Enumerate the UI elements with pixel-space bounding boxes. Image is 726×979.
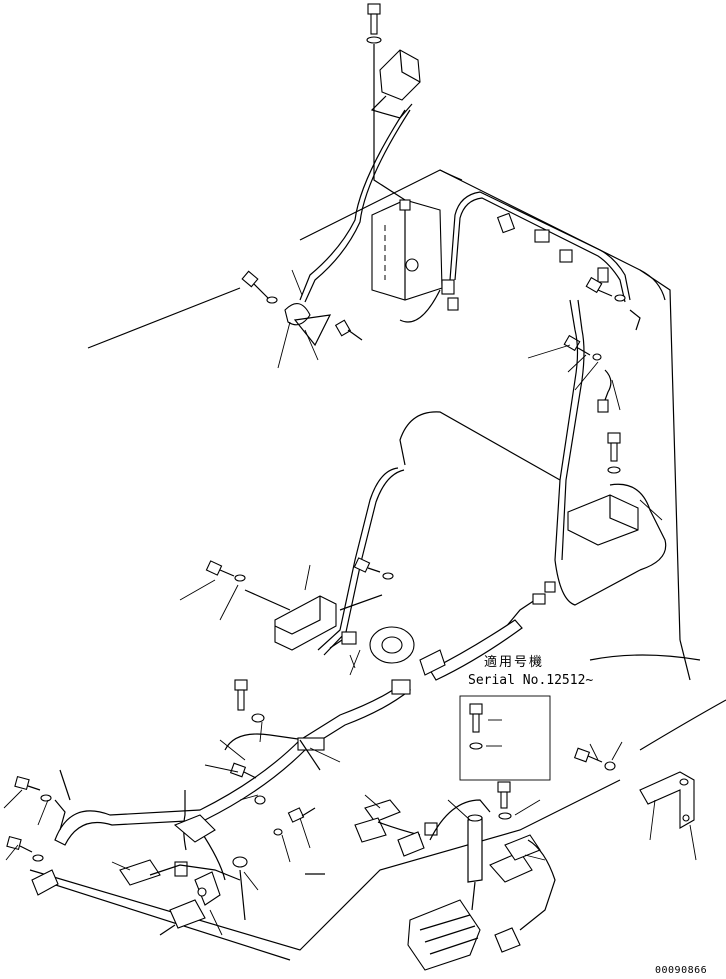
bolt-icon [6, 835, 33, 853]
bolt-icon [205, 560, 235, 577]
bolt-icon [469, 703, 483, 733]
bolt-icon [14, 775, 41, 791]
bolt-icon [287, 807, 316, 823]
lower-right-harness [354, 781, 556, 971]
lower-main-harness [54, 679, 412, 881]
washer-icon [366, 36, 382, 44]
horn-assembly [329, 626, 446, 676]
bolt-icon [585, 276, 613, 297]
bolt-icon [497, 781, 511, 809]
cab-frame-outline [29, 169, 726, 961]
right-upper-fasteners [527, 276, 641, 606]
bolt-icon [573, 747, 603, 763]
middle-harness [317, 411, 561, 681]
lower-center-connectors [111, 814, 325, 936]
washer-icon [614, 294, 626, 302]
bolt-icon [334, 319, 363, 341]
upper-harness [299, 109, 631, 323]
right-lower-bracket [573, 741, 697, 861]
serial-inset-box [459, 695, 551, 781]
clamp-icon [284, 303, 311, 326]
bolt-icon [241, 270, 269, 299]
bracket-icon [274, 595, 337, 651]
bolt-icon [353, 557, 381, 573]
upper-left-fasteners [241, 269, 363, 369]
serial-number-label: Serial No.12512~ [468, 673, 594, 688]
lower-left-fasteners [3, 679, 341, 896]
bolt-icon [367, 3, 381, 35]
right-relay-unit [567, 432, 667, 571]
applicability-label: 適用号機 [484, 655, 545, 670]
relay-box [371, 199, 443, 301]
work-lamp-assembly [366, 3, 421, 201]
bracket-icon [31, 869, 59, 896]
bolt-icon [607, 432, 621, 462]
bracket-icon [639, 771, 695, 829]
misc-harness-lines [219, 169, 463, 771]
mid-left-bracket-assembly [179, 557, 394, 676]
bolt-icon [229, 762, 257, 779]
drawing-code: 00090866 [655, 965, 708, 976]
lamp-icon [370, 49, 421, 119]
washer-icon [266, 296, 278, 304]
bolt-icon [234, 679, 248, 711]
